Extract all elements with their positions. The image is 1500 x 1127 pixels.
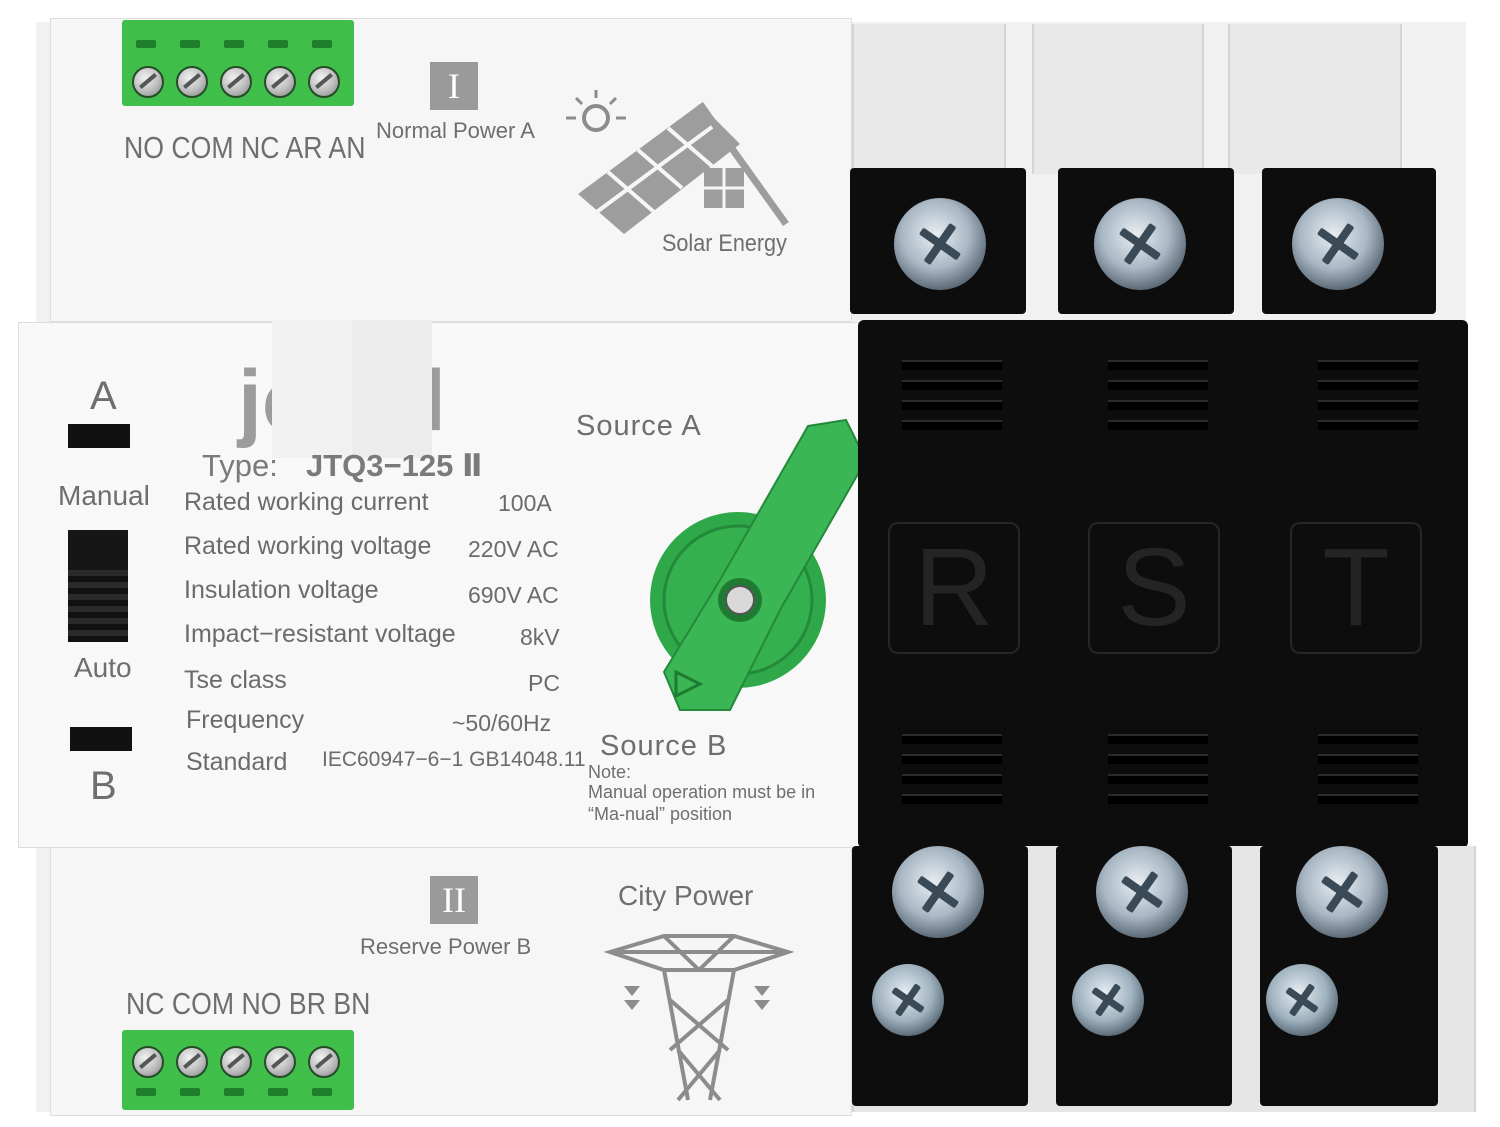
terminal-screw[interactable] xyxy=(264,66,296,98)
terminal-screw[interactable] xyxy=(894,198,986,290)
spec-value: 220V AC xyxy=(468,536,559,562)
terminal-screw[interactable] xyxy=(176,1046,208,1078)
spec-value: 8kV xyxy=(520,624,560,650)
top-aux-terminal-block xyxy=(122,20,354,106)
manual-label: Manual xyxy=(58,480,150,511)
indicator-a xyxy=(68,424,130,448)
type-label: Type: xyxy=(202,448,278,483)
terminal-screw[interactable] xyxy=(1072,964,1144,1036)
spec-label: Rated working current xyxy=(184,488,429,516)
normal-power-label: Normal Power A xyxy=(376,118,535,143)
terminal-screw[interactable] xyxy=(1292,198,1384,290)
terminal-screw[interactable] xyxy=(1296,846,1388,938)
terminal-screw[interactable] xyxy=(132,1046,164,1078)
phase-label-t: T xyxy=(1290,522,1422,654)
source-b-label: Source B xyxy=(600,730,728,762)
pole-channel xyxy=(852,24,1006,174)
terminal-screw[interactable] xyxy=(308,66,340,98)
city-power-label: City Power xyxy=(618,880,754,911)
rotary-handle[interactable] xyxy=(620,410,880,730)
phase-label-s: S xyxy=(1088,522,1220,654)
solar-energy-label: Solar Energy xyxy=(662,230,787,257)
solar-house-icon xyxy=(566,90,789,234)
auto-label: Auto xyxy=(74,652,132,683)
terminal-screw[interactable] xyxy=(308,1046,340,1078)
spec-label: Standard xyxy=(186,748,288,776)
note-title: Note: xyxy=(588,762,632,782)
spec-value: PC xyxy=(528,670,560,696)
phase-label-r: R xyxy=(888,522,1020,654)
terminal-screw[interactable] xyxy=(1096,846,1188,938)
bottom-terminal-t xyxy=(1260,846,1438,1106)
spec-label: Frequency xyxy=(186,706,305,734)
spec-value: IEC60947−6−1 GB14048.11 xyxy=(322,748,586,771)
bottom-terminal-r xyxy=(852,846,1028,1106)
indicator-b xyxy=(70,727,132,751)
bottom-aux-terminal-block xyxy=(122,1030,354,1110)
bottom-terminal-labels: NC COM NO BR BN xyxy=(126,986,371,1021)
power-tower-icon xyxy=(604,934,794,1102)
pole-channel xyxy=(1228,24,1402,174)
terminal-screw[interactable] xyxy=(1094,198,1186,290)
terminal-screw[interactable] xyxy=(220,66,252,98)
spec-label: Tse class xyxy=(184,666,287,694)
black-cover: R S T xyxy=(858,320,1468,848)
spec-label: Rated working voltage xyxy=(184,532,432,560)
spec-value: ~50/60Hz xyxy=(452,710,552,736)
note-line-1: Manual operation must be in xyxy=(588,782,816,802)
source-one-badge: I xyxy=(430,62,478,110)
terminal-screw[interactable] xyxy=(892,846,984,938)
spec-value: 690V AC xyxy=(468,582,559,608)
type-value: JTQ3−125 Ⅱ xyxy=(306,448,483,483)
source-two-badge: II xyxy=(430,876,478,924)
top-terminal-t xyxy=(1262,168,1436,314)
spec-label: Impact−resistant voltage xyxy=(184,620,456,648)
spec-label: Insulation voltage xyxy=(184,576,379,604)
top-terminal-r xyxy=(850,168,1026,314)
bottom-terminal-s xyxy=(1056,846,1232,1106)
note-line-2: “Ma-nual” position xyxy=(588,804,733,824)
terminal-screw[interactable] xyxy=(872,964,944,1036)
reserve-power-label: Reserve Power B xyxy=(360,934,532,959)
selector-letter-a: A xyxy=(90,374,117,418)
top-terminal-labels: NO COM NC AR AN xyxy=(124,130,366,165)
terminal-screw[interactable] xyxy=(220,1046,252,1078)
brand-cover-patch xyxy=(352,320,432,458)
spec-value: 100A xyxy=(498,490,552,516)
terminal-screw[interactable] xyxy=(1266,964,1338,1036)
terminal-screw[interactable] xyxy=(132,66,164,98)
selector-letter-b: B xyxy=(90,764,117,808)
mode-selector-switch[interactable] xyxy=(68,530,128,642)
top-terminal-s xyxy=(1058,168,1234,314)
pole-channel xyxy=(1032,24,1204,174)
terminal-screw[interactable] xyxy=(264,1046,296,1078)
source-a-label: Source A xyxy=(576,410,702,442)
terminal-screw[interactable] xyxy=(176,66,208,98)
